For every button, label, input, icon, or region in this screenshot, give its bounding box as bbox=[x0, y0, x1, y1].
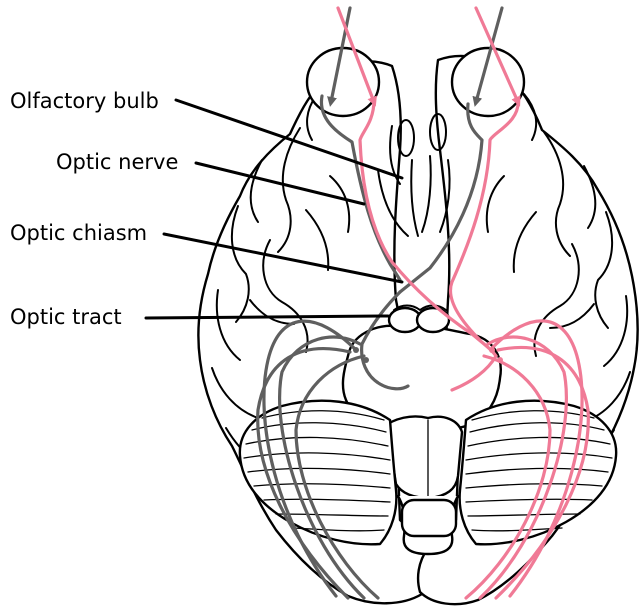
label-optic-chiasm: Optic chiasm bbox=[10, 221, 147, 245]
label-optic-tract: Optic tract bbox=[10, 305, 122, 329]
leader-optic-tract bbox=[146, 316, 388, 318]
left-olfactory-lobe bbox=[307, 48, 379, 116]
spinal-cord bbox=[402, 500, 456, 536]
label-olfactory-bulb: Olfactory bulb bbox=[10, 89, 159, 113]
label-optic-nerve: Optic nerve bbox=[56, 150, 178, 174]
